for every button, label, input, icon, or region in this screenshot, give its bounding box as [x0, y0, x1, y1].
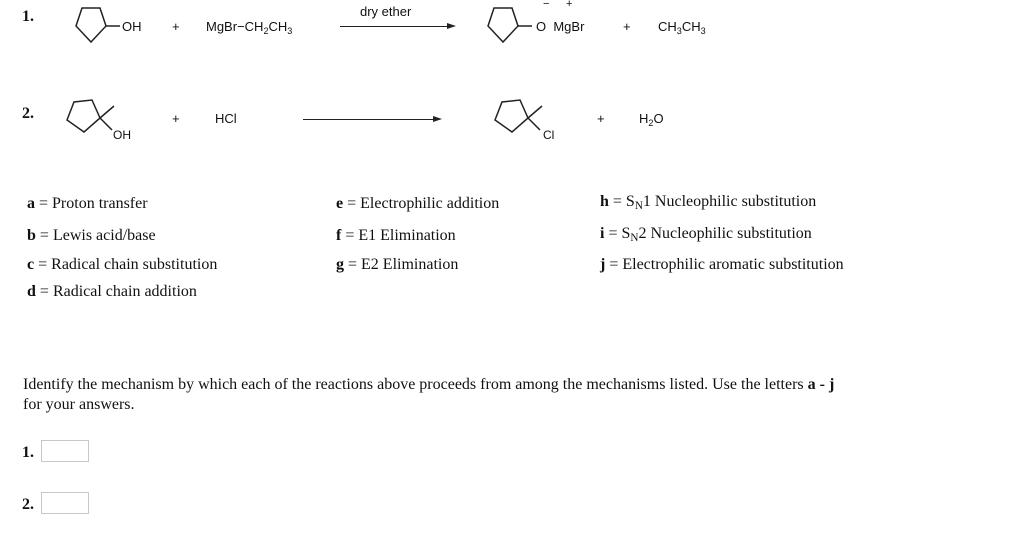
- methylcyclopentanol-structure-icon: [66, 99, 115, 133]
- mechanism-c: c = Radical chain substitution: [27, 256, 218, 273]
- reaction-1-condition: dry ether: [360, 4, 412, 19]
- mechanism-e: e = Electrophilic addition: [336, 195, 500, 212]
- mechanism-h: h = SN1 Nucleophilic substitution: [600, 193, 817, 212]
- answer-2-label: 2.: [22, 496, 34, 513]
- reaction-2-number: 2.: [22, 105, 34, 122]
- mechanism-i: i = SN2 Nucleophilic substitution: [600, 225, 812, 244]
- mechanism-a: a = Proton transfer: [27, 195, 148, 212]
- reaction-1-arrow-head: [447, 23, 456, 29]
- reaction-2-reactant-oh: OH: [113, 128, 131, 142]
- answer-2-input[interactable]: [41, 492, 89, 514]
- reaction-2-hcl: HCl: [215, 111, 237, 126]
- mechanism-d: d = Radical chain addition: [27, 283, 197, 300]
- answer-1-input[interactable]: [41, 440, 89, 462]
- reaction-2-plus-1: +: [172, 111, 180, 126]
- answer-1-label: 1.: [22, 444, 34, 461]
- reaction-2-plus-2: +: [597, 111, 605, 126]
- reaction-2-arrow-head: [433, 116, 442, 122]
- cyclopentane-ring-icon: [75, 7, 120, 44]
- instruction-text: Identify the mechanism by which each of …: [23, 376, 835, 413]
- reaction-1-arrow: [340, 26, 448, 27]
- reaction-2-water: H2O: [639, 111, 664, 128]
- reaction-1-minus-charge: −: [543, 0, 550, 10]
- reaction-1-number: 1.: [22, 8, 34, 25]
- mechanism-b: b = Lewis acid/base: [27, 227, 156, 244]
- cyclopentane-ring-icon: [487, 7, 532, 44]
- mechanism-f: f = E1 Elimination: [336, 227, 456, 244]
- reaction-1-plus-2: +: [623, 19, 631, 34]
- mechanism-j: j = Electrophilic aromatic substitution: [600, 256, 844, 273]
- reaction-1-ethane: CH3CH3: [658, 19, 706, 36]
- reaction-1-plus-charge: +: [566, 0, 573, 10]
- reaction-1-reactant-oh: OH: [122, 19, 142, 34]
- reaction-1-product-omgbr: O MgBr: [536, 19, 585, 34]
- reaction-2-arrow: [303, 119, 434, 120]
- reaction-1-grignard: MgBr−CH2CH3: [206, 19, 293, 36]
- chloromethylcyclopentane-structure-icon: [494, 99, 543, 133]
- reaction-1-plus-1: +: [172, 19, 180, 34]
- mechanism-g: g = E2 Elimination: [336, 256, 459, 273]
- reaction-2-product-cl: Cl: [543, 128, 555, 142]
